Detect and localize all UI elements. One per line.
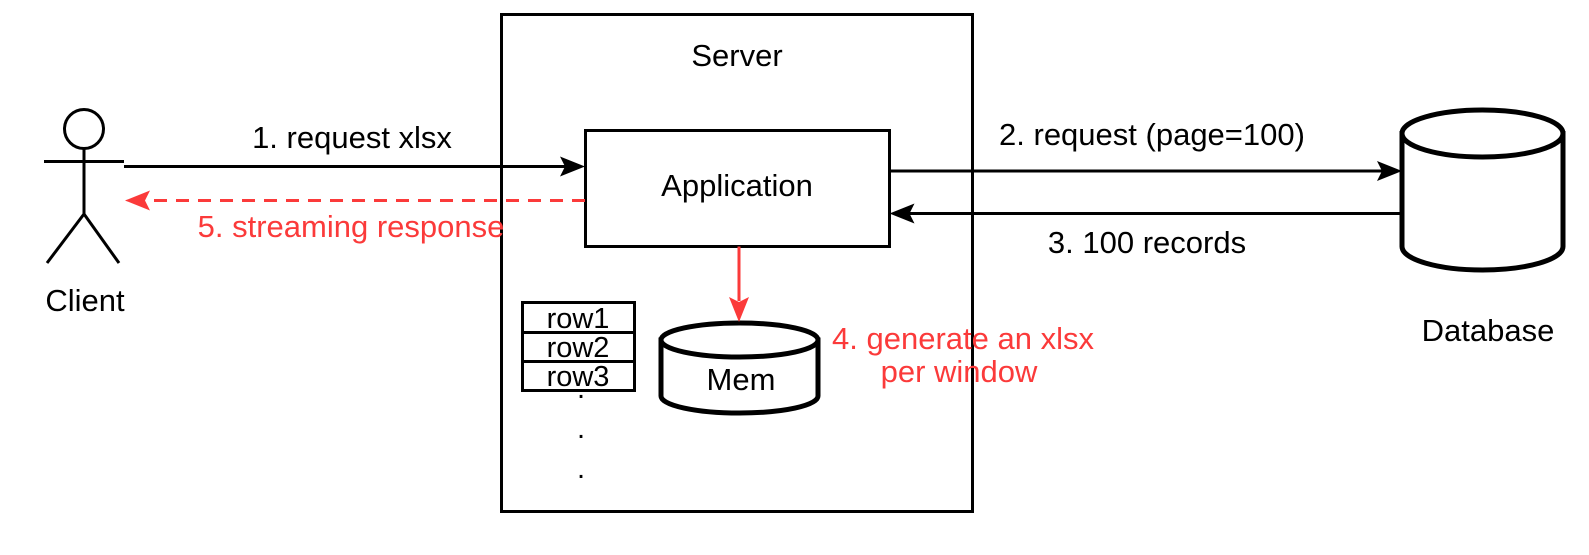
buffer-rows-table xyxy=(521,301,636,392)
ellipsis-dot: . xyxy=(577,453,585,485)
database-cylinder-top xyxy=(1399,107,1566,160)
ellipsis-dot: . xyxy=(577,373,585,405)
arrowhead-down-icon xyxy=(729,297,749,322)
server-container-box xyxy=(500,13,974,513)
mem-label: Mem xyxy=(707,362,776,397)
buffer-row-label: row3 xyxy=(547,361,610,393)
edge-request-xlsx-label: 1. request xlsx xyxy=(252,120,452,155)
database-cylinder-body xyxy=(1399,131,1566,273)
database-label: Database xyxy=(1422,313,1555,348)
arrowhead-left-icon xyxy=(125,190,150,211)
edge-100-records-arrow xyxy=(889,203,1402,224)
mem-cylinder-icon xyxy=(658,320,821,416)
application-box xyxy=(584,129,891,248)
actor-head xyxy=(63,108,105,150)
edge-streaming-response-label: 5. streaming response xyxy=(198,209,505,244)
mem-cylinder-body xyxy=(658,337,821,416)
client-actor-icon xyxy=(44,108,124,264)
edge-request-page-label: 2. request (page=100) xyxy=(999,117,1305,152)
arrowhead-right-icon xyxy=(560,156,585,177)
application-label: Application xyxy=(661,168,813,203)
edge-generate-xlsx-label-line1: 4. generate an xlsx xyxy=(832,321,1094,356)
edge-streaming-response-arrow xyxy=(125,190,585,211)
edge-request-xlsx-arrow xyxy=(124,156,585,177)
mem-cylinder-top xyxy=(658,320,821,360)
arrowhead-right-icon xyxy=(1377,161,1402,181)
buffer-row-label: row2 xyxy=(547,332,610,364)
buffer-row-cell xyxy=(521,360,636,392)
database-cylinder-icon xyxy=(1399,107,1566,273)
edge-100-records-label: 3. 100 records xyxy=(1048,225,1246,260)
client-label: Client xyxy=(45,283,125,318)
ellipsis-dot: . xyxy=(577,413,585,445)
actor-right-leg xyxy=(82,213,121,264)
arrowhead-left-icon xyxy=(889,203,915,224)
edge-generate-xlsx-arrow xyxy=(729,246,749,322)
buffer-row-label: row1 xyxy=(547,303,610,335)
edge-request-page-arrow xyxy=(889,161,1402,181)
edge-generate-xlsx-label-line2: per window xyxy=(881,354,1038,389)
server-label: Server xyxy=(691,38,782,73)
actor-left-leg xyxy=(45,213,86,264)
